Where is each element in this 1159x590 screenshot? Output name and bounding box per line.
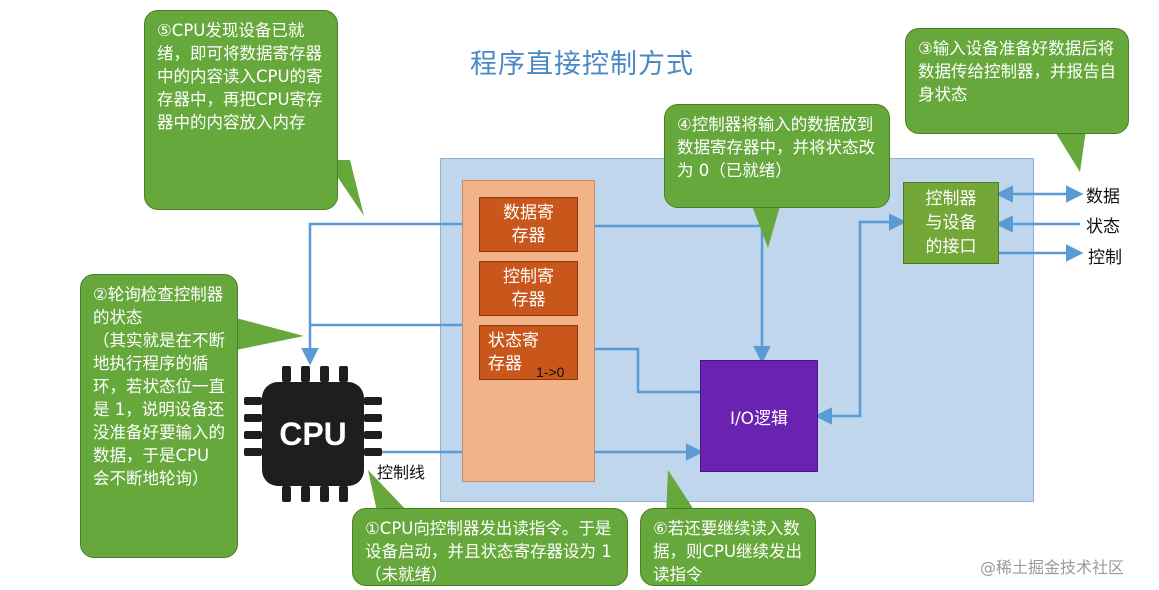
cpu-pin (339, 366, 348, 382)
wire-io-to-data-register (576, 217, 771, 364)
cpu-pin (301, 366, 310, 382)
control-register-label: 控制寄 存器 (503, 266, 554, 310)
cpu-pin (244, 448, 262, 456)
data-register: 数据寄 存器 (479, 197, 578, 252)
callout-pointer-step3 (1054, 130, 1086, 172)
callout-step3: ③输入设备准备好数据后将数据传给控制器，并报告自身状态 (905, 28, 1129, 134)
wire-io-to-interface (814, 213, 907, 425)
callout-step5: ⑤CPU发现设备已就绪，即可将数据寄存器中的内容读入CPU的寄存器中，再把CPU… (144, 10, 338, 210)
control-register: 控制寄 存器 (479, 261, 578, 316)
cpu-pin (244, 397, 262, 405)
controller-device-interface: 控制器 与设备 的接口 (903, 182, 999, 264)
diagram-title: 程序直接控制方式 (470, 49, 694, 80)
cpu-pin (244, 414, 262, 422)
wire-io-to-status-register (576, 340, 700, 394)
callout-pointer-step2 (236, 318, 304, 350)
callout-step6: ⑥若还要继续读入数据，则CPU继续发出读指令 (640, 508, 816, 586)
callout-pointer-step6 (666, 470, 698, 516)
signal-data-label: 数据 (1086, 187, 1120, 207)
callout-step1: ①CPU向控制器发出读指令。于是设备启动，并且状态寄存器设为 1（未就绪） (352, 508, 628, 586)
status-register: 状态寄 存器 1->0 (479, 325, 578, 380)
signal-status-label: 状态 (1086, 217, 1120, 237)
cpu-pin (364, 397, 382, 405)
cpu-pin (364, 431, 382, 439)
io-logic-label: I/O逻辑 (729, 408, 789, 429)
watermark: @稀土掘金技术社区 (980, 558, 1125, 577)
data-register-label: 数据寄 存器 (503, 202, 554, 246)
cpu-pin (282, 366, 291, 382)
wire-data-register-to-cpu (301, 222, 479, 366)
status-register-label: 状态寄 存器 (488, 330, 539, 374)
status-change-label: 1->0 (536, 364, 565, 380)
cpu-pin (339, 486, 348, 502)
cpu-pin (282, 486, 291, 502)
cpu-pin (364, 448, 382, 456)
cpu-chip-icon: CPU (262, 382, 364, 486)
io-logic-block: I/O逻辑 (700, 360, 818, 472)
callout-pointer-step1 (368, 470, 412, 516)
signal-control-label: 控制 (1088, 248, 1122, 268)
cpu-pin (301, 486, 310, 502)
cpu-pin (320, 486, 329, 502)
cpu-pin (364, 414, 382, 422)
cpu-pin (320, 366, 329, 382)
callout-step2: ②轮询检查控制器的状态 （其实就是在不断地执行程序的循环，若状态位一直是 1，说… (80, 274, 238, 558)
callout-step4: ④控制器将输入的数据放到数据寄存器中，并将状态改为 0（已就绪） (664, 104, 890, 208)
interface-label: 控制器 与设备 的接口 (925, 189, 977, 257)
cpu-pin (244, 431, 262, 439)
control-line-label: 控制线 (377, 463, 426, 482)
cpu-label: CPU (279, 415, 347, 452)
callout-pointer-step4 (752, 206, 780, 248)
